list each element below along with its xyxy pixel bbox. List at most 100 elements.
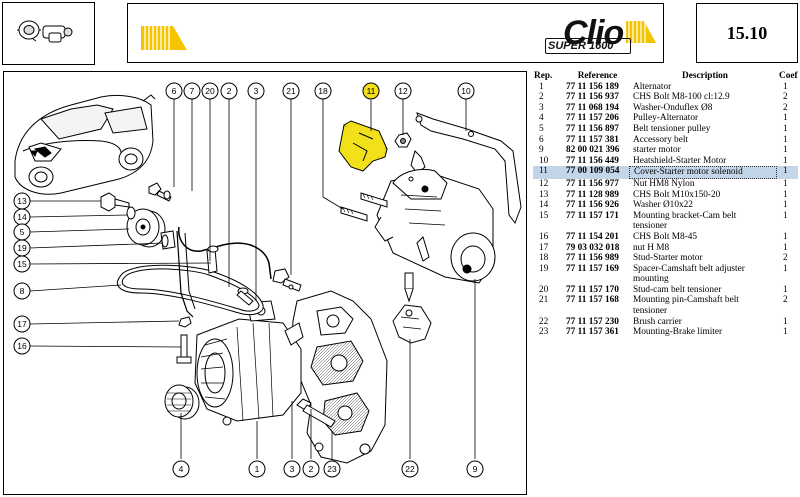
header-coef: Coef [779, 71, 798, 81]
cell-coef: 1 [783, 316, 788, 327]
callout-13[interactable]: 13 [13, 192, 31, 210]
callout-21[interactable]: 21 [282, 82, 300, 100]
callout-2[interactable]: 2 [220, 82, 238, 100]
callout-label: 6 [172, 86, 177, 96]
callout-2[interactable]: 2 [302, 460, 320, 478]
header-rep: Rep. [534, 71, 553, 81]
callout-22[interactable]: 22 [401, 460, 419, 478]
callout-circle [466, 460, 484, 478]
cell-reference: 77 11 157 169 [566, 263, 619, 274]
callout-8[interactable]: 8 [13, 282, 31, 300]
model-name: Clio [563, 14, 624, 52]
cell-coef: 2 [783, 92, 788, 103]
callout-label: 3 [290, 464, 295, 474]
callout-3[interactable]: 3 [283, 460, 301, 478]
cell-coef: 1 [783, 166, 788, 177]
callout-23[interactable]: 23 [323, 460, 341, 478]
cell-rep: 10 [539, 155, 549, 166]
cell-reference: 77 11 068 194 [566, 102, 619, 113]
cell-coef: 2 [783, 253, 788, 264]
table-row-continuation[interactable]: mounting [533, 274, 798, 285]
cell-description: Spacer-Camshaft belt adjuster [633, 263, 745, 274]
callout-label: 14 [17, 212, 27, 222]
callout-17[interactable]: 17 [13, 315, 31, 333]
cell-reference: 77 11 157 361 [566, 327, 619, 338]
cell-description: Alternator [633, 81, 672, 92]
header-reference: Reference [577, 71, 618, 81]
callout-11[interactable]: 11 [362, 82, 380, 100]
cell-coef: 1 [783, 123, 788, 134]
solenoid-cover-highlighted[interactable] [338, 120, 388, 172]
callout-16[interactable]: 16 [13, 337, 31, 355]
callout-18[interactable]: 18 [314, 82, 332, 100]
callout-label: 16 [17, 341, 27, 351]
callout-label: 8 [20, 286, 25, 296]
cell-coef: 1 [783, 134, 788, 145]
callout-19[interactable]: 19 [13, 239, 31, 257]
cell-description: Brush carrier [633, 316, 682, 327]
callout-7[interactable]: 7 [183, 82, 201, 100]
callout-10[interactable]: 10 [457, 82, 475, 100]
callout-1[interactable]: 1 [248, 460, 266, 478]
cell-description: CHS Bolt M8-45 [633, 231, 698, 242]
header-description: Description [682, 71, 728, 81]
callout-label: 13 [17, 196, 27, 206]
cell-description: Nut HM8 Nylon [633, 178, 695, 189]
cell-rep: 22 [539, 316, 549, 327]
cell-description: starter motor [633, 145, 681, 156]
callout-9[interactable]: 9 [466, 460, 484, 478]
section-thumbnail[interactable] [2, 2, 95, 65]
bolt-m8-top [148, 182, 172, 202]
cell-reference: 77 11 154 201 [566, 231, 619, 242]
callout-4[interactable]: 4 [172, 460, 190, 478]
table-row-continuation[interactable]: tensioner [533, 306, 798, 317]
belt-tensioner-pulley [126, 208, 166, 248]
cell-rep: 16 [539, 231, 549, 242]
cell-description: CHS Bolt M8-100 cl:12.9 [633, 92, 730, 103]
callout-3[interactable]: 3 [247, 82, 265, 100]
callout-20[interactable]: 20 [201, 82, 219, 100]
callout-14[interactable]: 14 [13, 208, 31, 226]
callout-6[interactable]: 6 [165, 82, 183, 100]
brush-carrier [392, 272, 432, 344]
cell-reference: 77 11 157 170 [566, 284, 619, 295]
table-row-continuation[interactable]: tensioner [533, 221, 798, 232]
mounting-bracket [290, 290, 388, 464]
callout-12[interactable]: 12 [394, 82, 412, 100]
cell-coef: 1 [783, 242, 788, 253]
callout-15[interactable]: 15 [13, 255, 31, 273]
cell-rep: 20 [539, 284, 549, 295]
callout-5[interactable]: 5 [13, 223, 31, 241]
cell-rep: 13 [539, 189, 549, 200]
stud-starter-motor [340, 192, 388, 222]
cell-rep: 9 [539, 145, 544, 156]
callout-label: 10 [461, 86, 471, 96]
cell-description: Mounting pin-Camshaft belt [633, 295, 739, 306]
cell-reference: 82 00 021 396 [566, 145, 620, 156]
callout-circle [282, 82, 300, 100]
